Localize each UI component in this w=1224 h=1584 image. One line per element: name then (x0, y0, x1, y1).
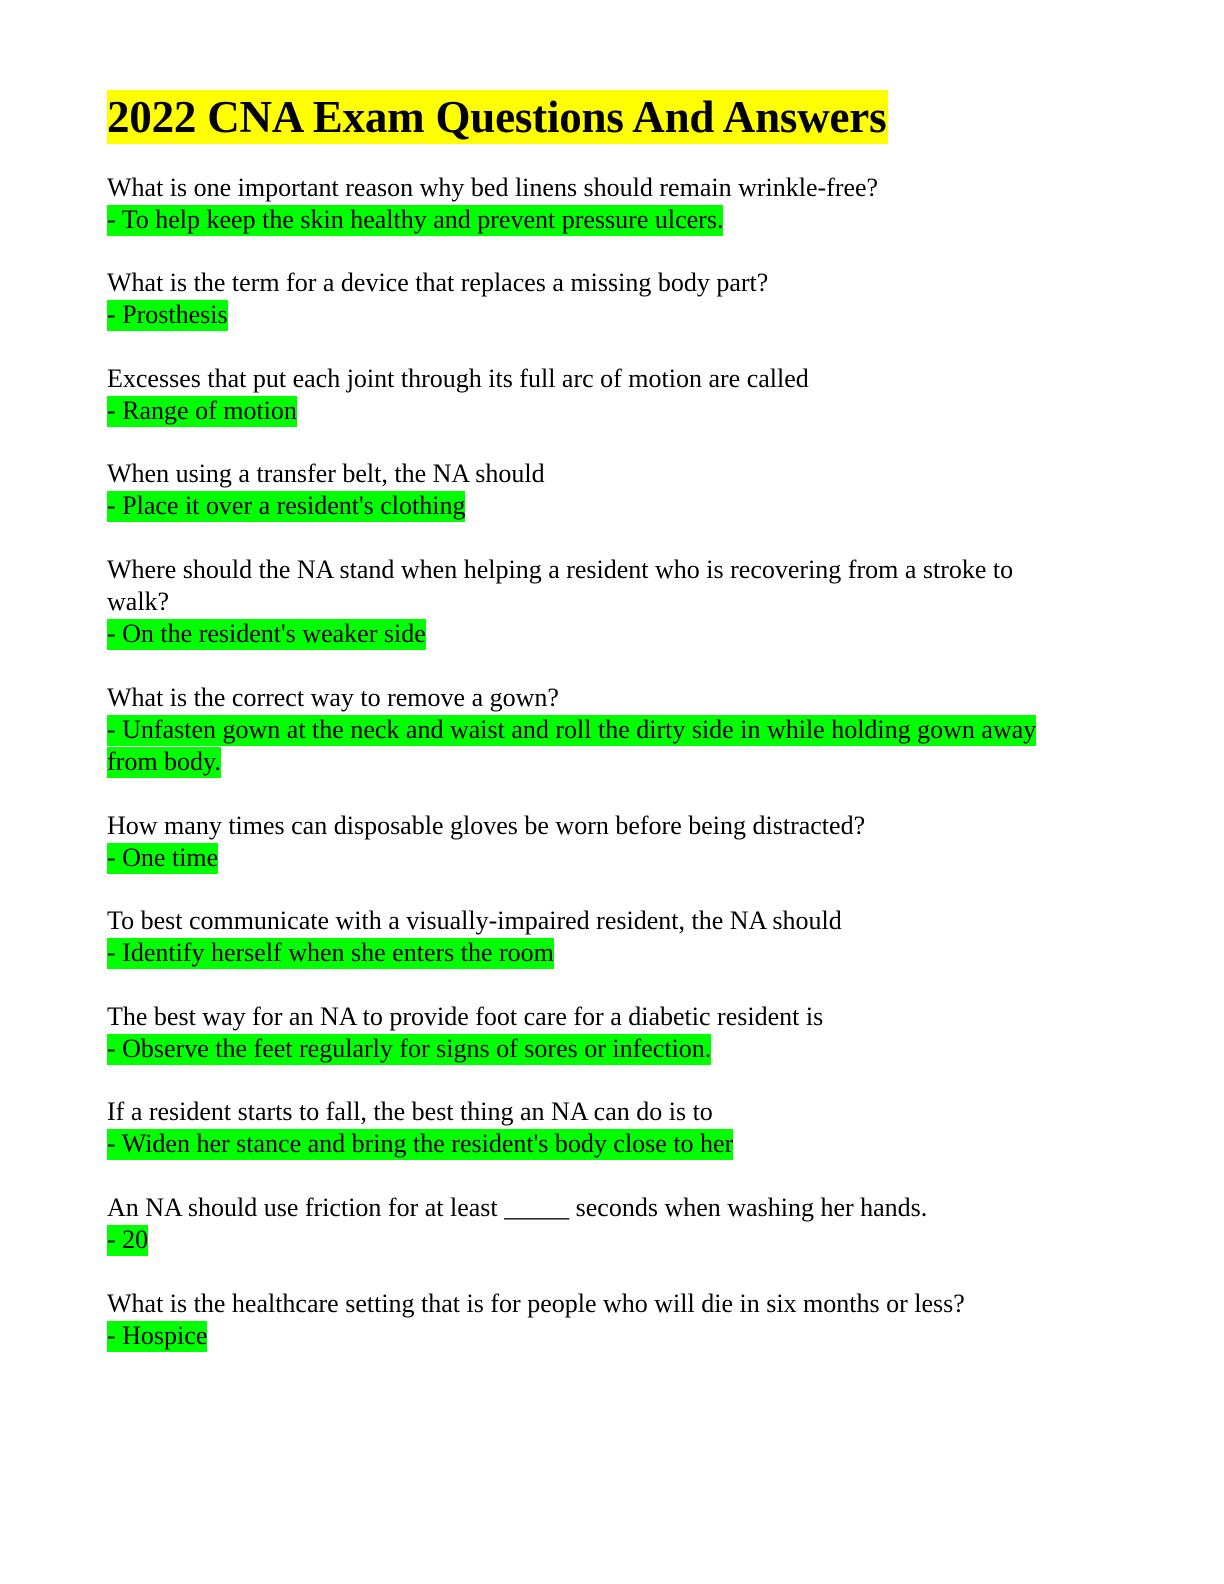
answer-highlight: - On the resident's weaker side (107, 619, 426, 650)
answer: - Range of motion (107, 395, 1067, 427)
question: What is the term for a device that repla… (107, 268, 769, 297)
qa-item-6: What is the correct way to remove a gown… (107, 682, 1042, 778)
answer-highlight: - Range of motion (107, 396, 297, 427)
qa-item-9: The best way for an NA to provide foot c… (107, 1001, 1067, 1065)
qa-item-4: When using a transfer belt, the NA shoul… (107, 458, 1067, 522)
answer: - Observe the feet regularly for signs o… (107, 1033, 1067, 1065)
answer: - On the resident's weaker side (107, 618, 1052, 650)
answer-highlight: - Identify herself when she enters the r… (107, 938, 554, 969)
answer: - Widen her stance and bring the residen… (107, 1128, 1067, 1160)
qa-item-7: How many times can disposable gloves be … (107, 810, 1067, 874)
qa-item-1: What is one important reason why bed lin… (107, 172, 1067, 236)
answer-highlight: - To help keep the skin healthy and prev… (107, 205, 724, 236)
qa-item-11: An NA should use friction for at least _… (107, 1192, 1067, 1256)
qa-item-10: If a resident starts to fall, the best t… (107, 1096, 1067, 1160)
answer: - One time (107, 842, 1067, 874)
answer-highlight: - One time (107, 843, 219, 874)
question: Where should the NA stand when helping a… (107, 555, 1014, 616)
question: The best way for an NA to provide foot c… (107, 1002, 824, 1031)
question: If a resident starts to fall, the best t… (107, 1097, 713, 1126)
qa-item-3: Excesses that put each joint through its… (107, 363, 1067, 427)
qa-item-5: Where should the NA stand when helping a… (107, 554, 1052, 650)
answer-highlight: - 20 (107, 1225, 149, 1256)
question: Excesses that put each joint through its… (107, 364, 809, 393)
answer-highlight: - Prosthesis (107, 300, 228, 331)
question: What is the healthcare setting that is f… (107, 1289, 965, 1318)
answer: - To help keep the skin healthy and prev… (107, 204, 1067, 236)
question: An NA should use friction for at least _… (107, 1193, 928, 1222)
qa-item-12: What is the healthcare setting that is f… (107, 1288, 1067, 1352)
answer-highlight: - Hospice (107, 1321, 208, 1352)
answer: - Place it over a resident's clothing (107, 490, 1067, 522)
qa-item-2: What is the term for a device that repla… (107, 267, 1067, 331)
answer: - Hospice (107, 1320, 1067, 1352)
answer-highlight: - Unfasten gown at the neck and waist an… (107, 715, 1037, 778)
answer: - 20 (107, 1224, 1067, 1256)
question: What is one important reason why bed lin… (107, 173, 879, 202)
answer-highlight: - Place it over a resident's clothing (107, 491, 466, 522)
question: When using a transfer belt, the NA shoul… (107, 459, 545, 488)
answer: - Unfasten gown at the neck and waist an… (107, 714, 1042, 778)
answer: - Identify herself when she enters the r… (107, 937, 1067, 969)
answer-highlight: - Observe the feet regularly for signs o… (107, 1034, 712, 1065)
qa-item-8: To best communicate with a visually-impa… (107, 905, 1067, 969)
question: To best communicate with a visually-impa… (107, 906, 842, 935)
question: How many times can disposable gloves be … (107, 811, 866, 840)
document-title: 2022 CNA Exam Questions And Answers (107, 90, 889, 144)
question: What is the correct way to remove a gown… (107, 683, 559, 712)
answer-highlight: - Widen her stance and bring the residen… (107, 1129, 734, 1160)
answer: - Prosthesis (107, 299, 1067, 331)
